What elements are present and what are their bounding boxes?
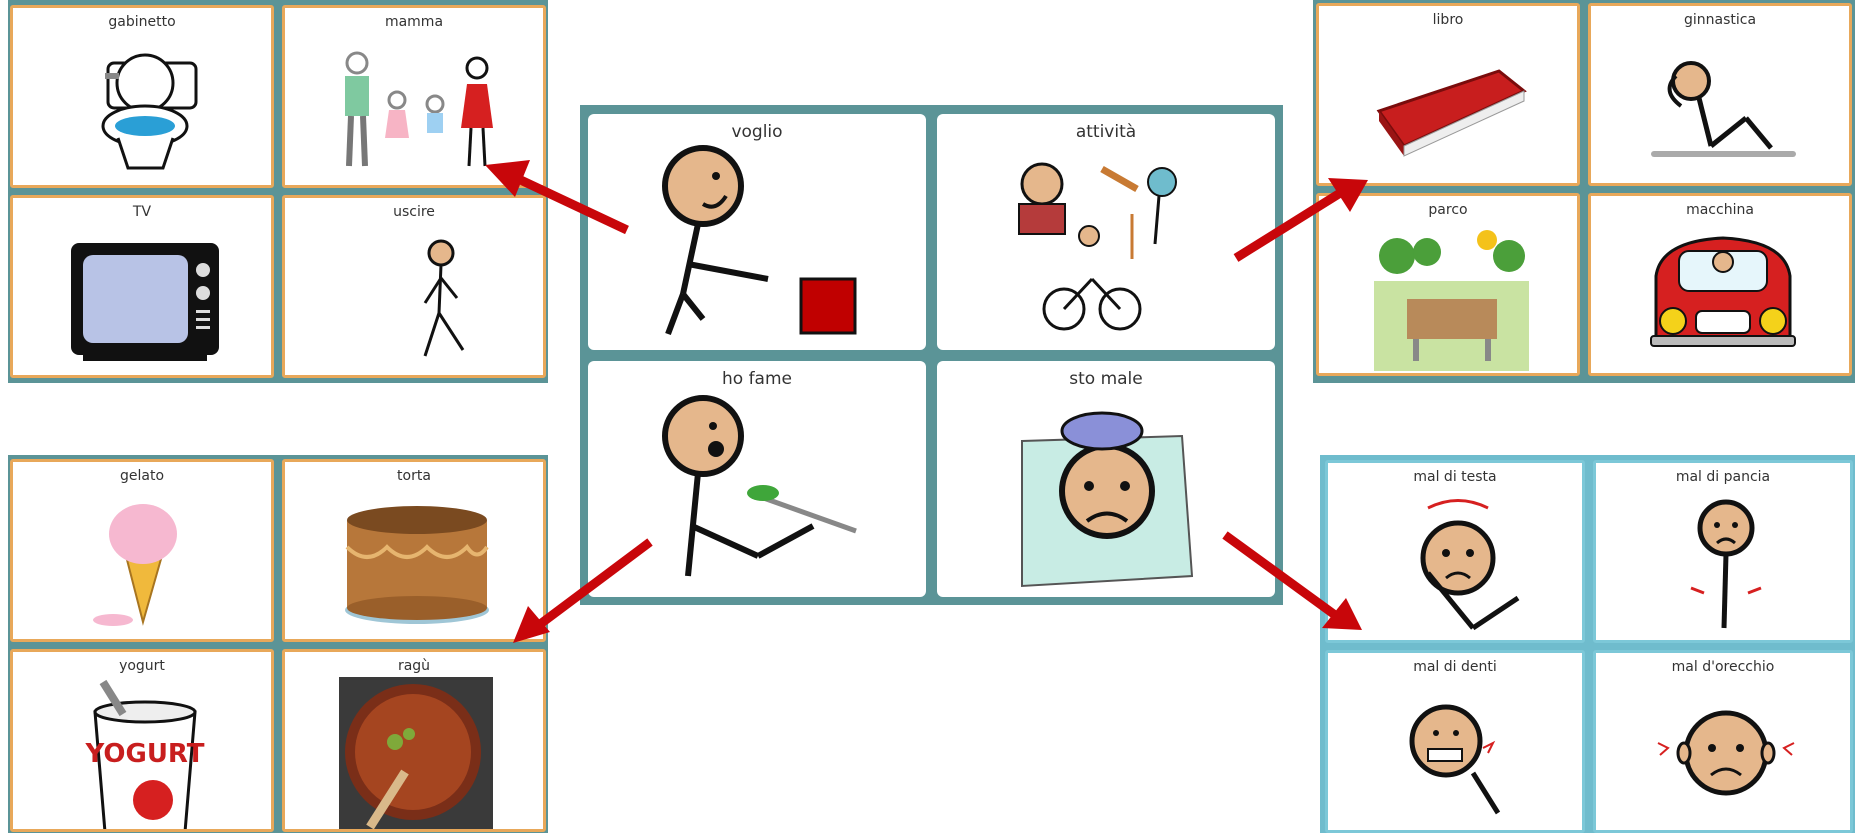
board-main: voglio attività ho fame [580, 105, 1283, 605]
stomachache-icon [1690, 499, 1762, 629]
cake-icon [345, 506, 489, 624]
board-needs: gabinetto mamma TV [8, 0, 548, 383]
card-mal-di-denti[interactable]: mal di denti [1325, 650, 1585, 833]
card-label: libro [1432, 12, 1464, 28]
card-label: macchina [1686, 202, 1754, 218]
card-label: ho fame [721, 369, 792, 389]
card-label: gabinetto [108, 14, 176, 30]
headache-icon [1420, 499, 1520, 631]
card-label: mamma [384, 14, 444, 30]
want-person-icon [662, 145, 857, 336]
book-icon [1376, 69, 1527, 157]
card-label: mal di pancia [1675, 469, 1771, 485]
card-gabinetto[interactable]: gabinetto [10, 5, 274, 188]
card-libro[interactable]: libro [1316, 3, 1580, 186]
card-label: uscire [393, 204, 435, 220]
card-label: sto male [1069, 369, 1143, 389]
card-sto-male[interactable]: sto male [937, 361, 1275, 597]
yogurt-brand-text: YOGURT [84, 739, 204, 769]
activities-icon [1018, 162, 1177, 331]
ragu-photo [339, 677, 493, 829]
toothache-icon [1409, 704, 1501, 815]
card-label: mal d'orecchio [1671, 659, 1775, 675]
card-torta[interactable]: torta [282, 459, 546, 642]
sick-person-icon [1021, 411, 1194, 588]
tv-icon [71, 243, 219, 361]
card-label: ginnastica [1683, 12, 1757, 28]
card-parco[interactable]: parco [1316, 193, 1580, 376]
walking-person-icon [423, 239, 465, 357]
card-gelato[interactable]: gelato [10, 459, 274, 642]
board-activities: libro ginnastica parco [1313, 0, 1855, 383]
earache-icon [1657, 710, 1795, 796]
card-mal-d-orecchio[interactable]: mal d'orecchio [1593, 650, 1853, 833]
board-pain: mal di testa mal di pancia mal di denti [1320, 455, 1855, 833]
card-label: ragù [397, 658, 431, 674]
card-voglio[interactable]: voglio [588, 114, 926, 350]
card-ho-fame[interactable]: ho fame [588, 361, 926, 597]
card-uscire[interactable]: uscire [282, 195, 546, 378]
card-mal-di-pancia[interactable]: mal di pancia [1593, 460, 1853, 643]
card-tv[interactable]: TV [10, 195, 274, 378]
yogurt-icon: YOGURT [84, 679, 205, 829]
card-label: attività [1075, 122, 1137, 142]
board-food: gelato torta yogurt YOGURT ragù [8, 455, 548, 833]
card-label: gelato [119, 468, 165, 484]
card-macchina[interactable]: macchina [1588, 193, 1852, 376]
card-label: parco [1428, 202, 1468, 218]
card-ginnastica[interactable]: ginnastica [1588, 3, 1852, 186]
family-icon [345, 51, 493, 167]
toilet-icon [101, 53, 198, 170]
card-mal-di-testa[interactable]: mal di testa [1325, 460, 1585, 643]
ice-cream-icon [93, 504, 177, 626]
hungry-person-icon [662, 395, 857, 577]
card-label: voglio [731, 122, 783, 142]
card-yogurt[interactable]: yogurt YOGURT [10, 649, 274, 832]
card-label: yogurt [119, 658, 165, 674]
park-icon [1374, 230, 1529, 371]
card-label: TV [132, 204, 152, 220]
card-label: mal di testa [1413, 469, 1497, 485]
card-label: torta [397, 468, 431, 484]
car-icon [1650, 236, 1796, 347]
card-ragu[interactable]: ragù [282, 649, 546, 832]
exercise-icon [1651, 61, 1796, 157]
card-attivita[interactable]: attività [937, 114, 1275, 350]
card-mamma[interactable]: mamma [282, 5, 546, 188]
card-label: mal di denti [1413, 659, 1497, 675]
